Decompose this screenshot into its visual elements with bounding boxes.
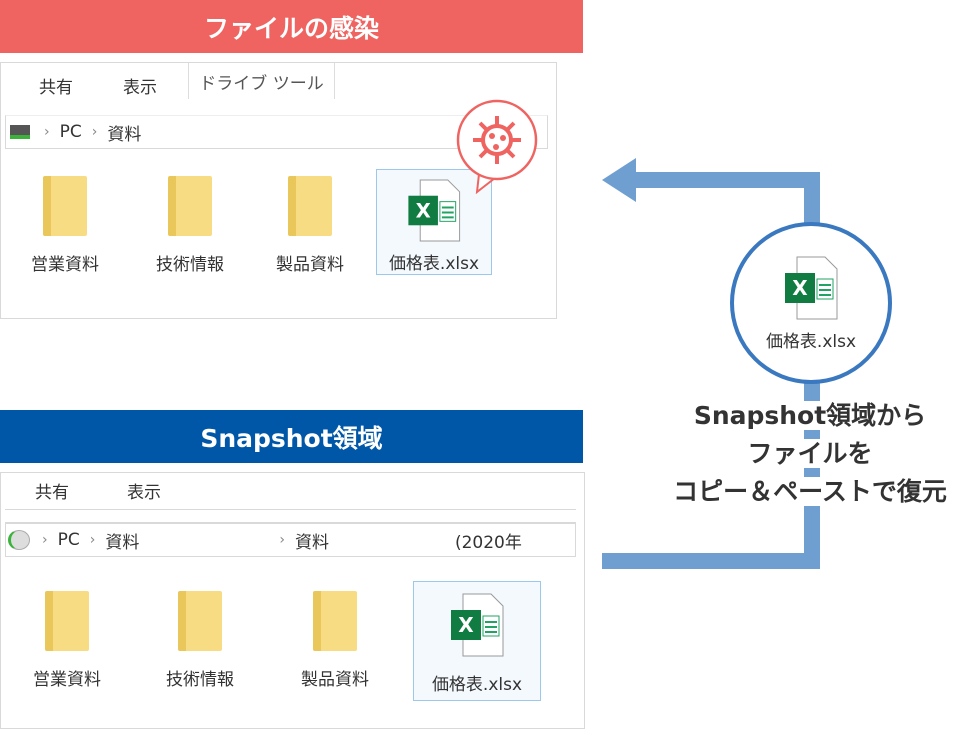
restored-file-circle: X 価格表.xlsx xyxy=(730,222,892,384)
svg-text:X: X xyxy=(792,276,808,300)
excel-icon: X xyxy=(785,256,838,319)
folder-item[interactable]: 技術情報 xyxy=(166,591,234,690)
excel-file-item[interactable]: X 価格表.xlsx xyxy=(376,169,492,275)
folder-icon xyxy=(313,591,357,651)
item-label: 営業資料 xyxy=(31,255,99,275)
excel-icon: X xyxy=(451,593,504,657)
breadcrumb-pc[interactable]: PC xyxy=(59,122,82,142)
excel-file-item[interactable]: X 価格表.xlsx xyxy=(413,581,541,701)
svg-text:X: X xyxy=(458,613,474,637)
virus-badge xyxy=(456,99,538,194)
item-label: 製品資料 xyxy=(276,255,344,275)
folder-icon xyxy=(178,591,222,651)
tab-share[interactable]: 共有 xyxy=(35,483,69,503)
restore-line-1: Snapshot領域から xyxy=(689,401,931,430)
restore-line-3: コピー＆ペーストで復元 xyxy=(669,477,951,506)
tab-drive-tools[interactable]: ドライブ ツール xyxy=(188,63,335,99)
infected-explorer-window: 共有 表示 ドライブ ツール › PC › 資料 営業資料 技術情報 製品資料 … xyxy=(0,62,557,319)
address-bar[interactable]: › PC › 資料 xyxy=(5,115,548,149)
chevron-icon: › xyxy=(42,532,48,548)
virus-icon xyxy=(473,116,521,164)
item-label: 価格表.xlsx xyxy=(431,675,523,695)
folder-icon xyxy=(45,591,89,651)
breadcrumb-folder[interactable]: 資料 xyxy=(107,124,142,145)
excel-icon: X xyxy=(408,179,461,242)
item-label: 営業資料 xyxy=(33,670,101,690)
tab-view[interactable]: 表示 xyxy=(127,483,161,503)
folder-item[interactable]: 製品資料 xyxy=(276,176,344,275)
snapshot-explorer-window: 共有 表示 › PC › 資料 › 資料 (2020年 営業資料 技術情報 製品… xyxy=(0,472,585,729)
restore-line-2: ファイルを xyxy=(743,439,877,468)
breadcrumb-snapshot[interactable]: (2020年 xyxy=(454,532,522,553)
svg-text:X: X xyxy=(416,199,431,222)
folder-icon xyxy=(288,176,332,236)
restore-description: Snapshot領域から ファイルを コピー＆ペーストで復元 xyxy=(620,397,980,511)
ribbon-divider xyxy=(5,509,576,523)
breadcrumb-folder-2[interactable]: 資料 xyxy=(294,532,329,553)
drive-icon xyxy=(10,125,30,139)
chevron-icon: › xyxy=(91,124,98,140)
item-label: 技術情報 xyxy=(166,670,234,690)
item-label: 技術情報 xyxy=(156,255,224,275)
folder-item[interactable]: 製品資料 xyxy=(301,591,369,690)
item-label: 製品資料 xyxy=(301,670,369,690)
tab-share[interactable]: 共有 xyxy=(39,78,73,98)
tab-view[interactable]: 表示 xyxy=(123,78,157,98)
breadcrumb-folder[interactable]: 資料 xyxy=(105,532,140,553)
restored-file-label: 価格表.xlsx xyxy=(765,331,857,352)
history-clock-icon xyxy=(8,530,30,550)
address-bar[interactable]: › PC › 資料 › 資料 (2020年 xyxy=(5,523,576,557)
chevron-icon: › xyxy=(89,532,96,548)
folder-item[interactable]: 営業資料 xyxy=(33,591,101,690)
breadcrumb-pc[interactable]: PC xyxy=(57,530,80,550)
folder-item[interactable]: 技術情報 xyxy=(156,176,224,275)
item-label: 価格表.xlsx xyxy=(388,254,480,274)
folder-item[interactable]: 営業資料 xyxy=(31,176,99,275)
infected-header: ファイルの感染 xyxy=(0,0,583,53)
chevron-icon: › xyxy=(44,124,50,140)
folder-icon xyxy=(168,176,212,236)
folder-icon xyxy=(43,176,87,236)
chevron-icon: › xyxy=(279,532,285,548)
arrow-head-icon xyxy=(602,158,636,202)
snapshot-header: Snapshot領域 xyxy=(0,410,583,463)
